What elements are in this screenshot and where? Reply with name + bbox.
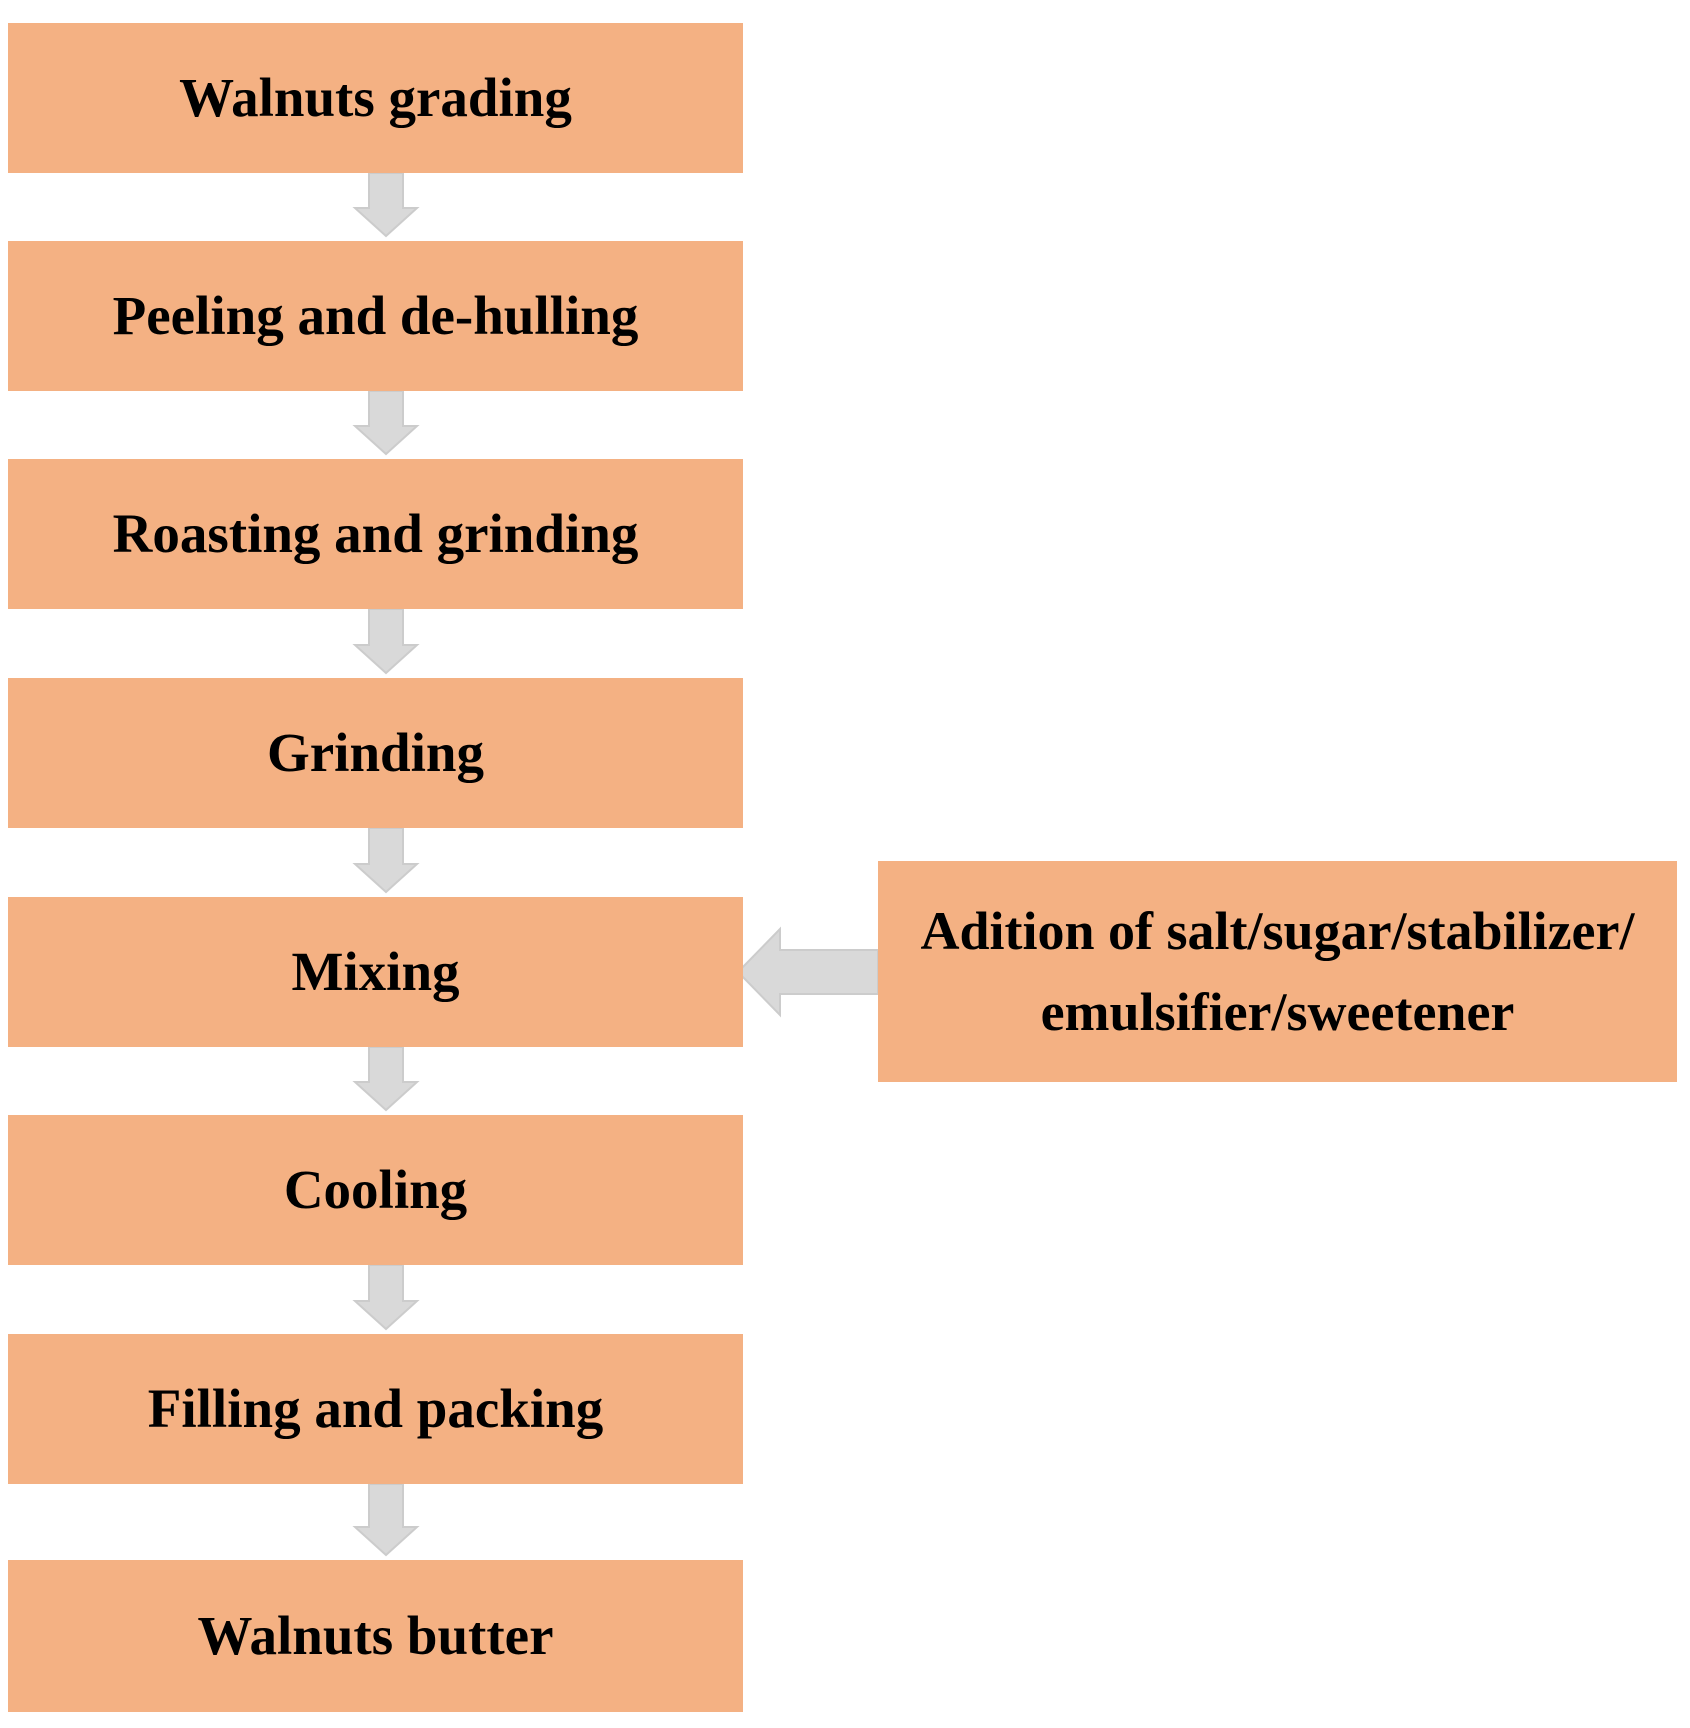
flow-step-label: Roasting and grinding [112,503,639,564]
down-arrow-icon [352,1264,420,1331]
flow-step-label: Walnuts butter [197,1605,554,1666]
flow-step-walnuts-butter: Walnuts butter [8,1560,743,1712]
down-arrow-icon [352,608,420,675]
down-arrow-icon [352,390,420,456]
side-input-label: Adition of salt/sugar/stabilizer/ emulsi… [920,900,1635,1042]
flow-step-label: Filling and packing [147,1378,604,1439]
flow-step-grinding: Grinding [8,678,743,828]
flow-step-cooling: Cooling [8,1115,743,1265]
down-arrow-icon [352,1483,420,1557]
flow-step-peeling-and-de-hulling: Peeling and de-hulling [8,241,743,391]
down-arrow-icon [352,172,420,238]
down-arrow-icon [352,1046,420,1112]
down-arrow-icon [352,827,420,894]
flow-step-label: Walnuts grading [179,67,572,128]
flow-step-label: Mixing [291,941,460,1002]
flow-step-label: Peeling and de-hulling [112,285,639,346]
flow-step-mixing: Mixing [8,897,743,1047]
left-arrow-icon [736,926,879,1018]
flow-step-walnuts-grading: Walnuts grading [8,23,743,173]
flow-step-roasting-and-grinding: Roasting and grinding [8,459,743,609]
flow-step-label: Grinding [266,722,485,783]
flow-step-filling-and-packing: Filling and packing [8,1334,743,1484]
flow-step-label: Cooling [283,1159,468,1220]
side-input-additives: Adition of salt/sugar/stabilizer/ emulsi… [878,861,1677,1082]
